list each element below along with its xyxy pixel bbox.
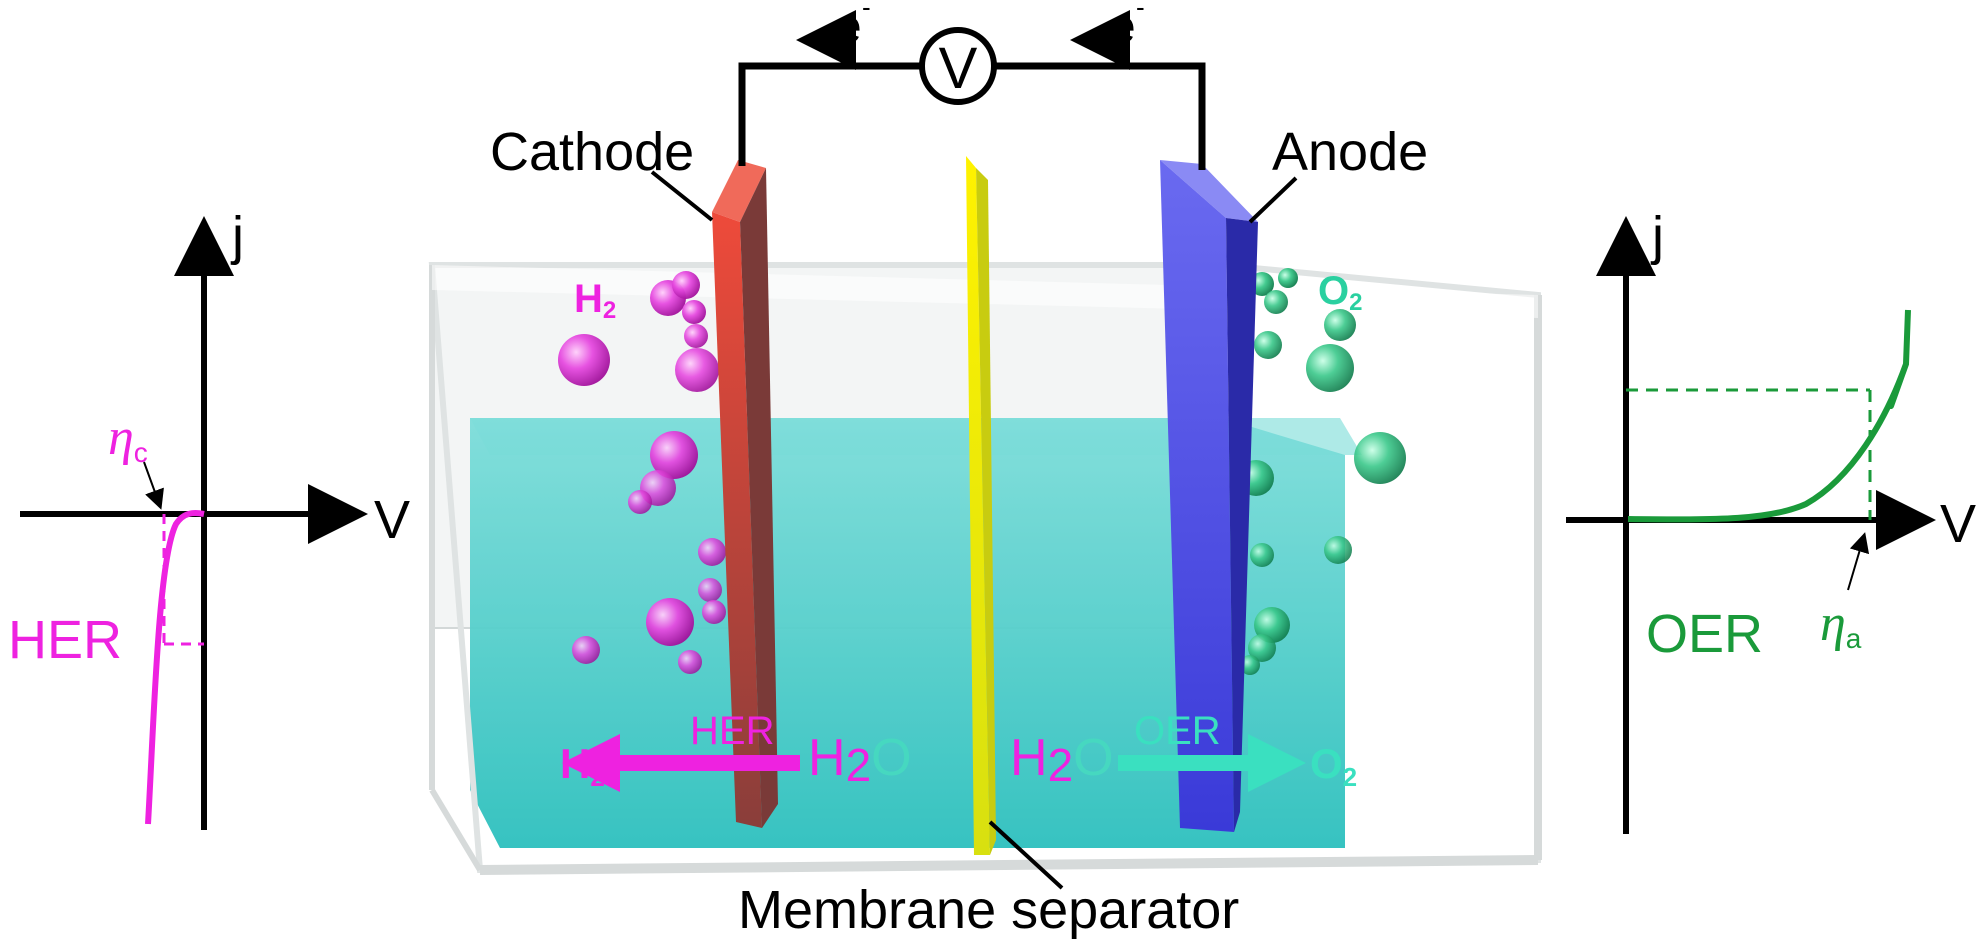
- anode-leader: [1248, 176, 1298, 224]
- o2-product-label: O2: [1310, 740, 1357, 792]
- cathode-electrode: [712, 160, 778, 828]
- her-curve-label: HER: [8, 610, 122, 670]
- her-reaction-label: HER: [690, 709, 774, 753]
- circuit-wire: [738, 62, 1206, 170]
- anode-label: Anode: [1272, 122, 1428, 182]
- o2-top-label: O2: [1318, 269, 1362, 316]
- electron-charge-left: -: [862, 0, 871, 22]
- cathode-leader: [650, 170, 714, 222]
- her-curve: [145, 510, 205, 825]
- oer-reaction: OER H2O O2: [1010, 709, 1357, 792]
- electron-arrow-left: e -: [796, 0, 871, 70]
- her-plot-x-label: V: [374, 490, 410, 550]
- h2-bubbles: [558, 271, 726, 674]
- h2o-reactant-left: H2O: [808, 729, 912, 791]
- oer-reaction-label: OER: [1134, 709, 1221, 753]
- oer-plot-y-label: j: [1650, 206, 1664, 266]
- voltmeter: V: [919, 27, 997, 105]
- membrane-separator: [966, 156, 996, 855]
- electron-charge-right: -: [1136, 0, 1145, 22]
- her-plot: j V ηc HER: [8, 206, 410, 830]
- her-plot-y-label: j: [230, 206, 244, 266]
- anode-electrode: [1160, 160, 1258, 832]
- oer-overpotential-label: ηa: [1820, 595, 1862, 654]
- h2-product-label: H2: [560, 740, 605, 792]
- oer-plot-x-label: V: [1940, 494, 1976, 554]
- voltmeter-label: V: [939, 36, 978, 101]
- h2-top-label: H2: [574, 277, 616, 324]
- electron-label-right: e: [1110, 0, 1136, 52]
- membrane-label: Membrane separator: [738, 880, 1239, 940]
- oer-curve: [1627, 309, 1911, 523]
- oer-plot: j V ηa OER: [1566, 206, 1976, 834]
- membrane-leader: [988, 820, 1064, 890]
- electron-label-left: e: [836, 0, 862, 52]
- her-overpotential-label: ηc: [108, 409, 148, 468]
- cathode-label: Cathode: [490, 122, 694, 182]
- h2o-reactant-right: H2O: [1010, 729, 1114, 791]
- o2-bubbles: [1238, 268, 1406, 675]
- oer-overpotential-pointer: [1847, 532, 1870, 591]
- her-overpotential-pointer: [143, 461, 164, 510]
- oer-curve-label: OER: [1646, 604, 1763, 664]
- electron-arrow-right: e -: [1070, 0, 1145, 70]
- her-reaction: HER H2 H2O: [560, 709, 912, 792]
